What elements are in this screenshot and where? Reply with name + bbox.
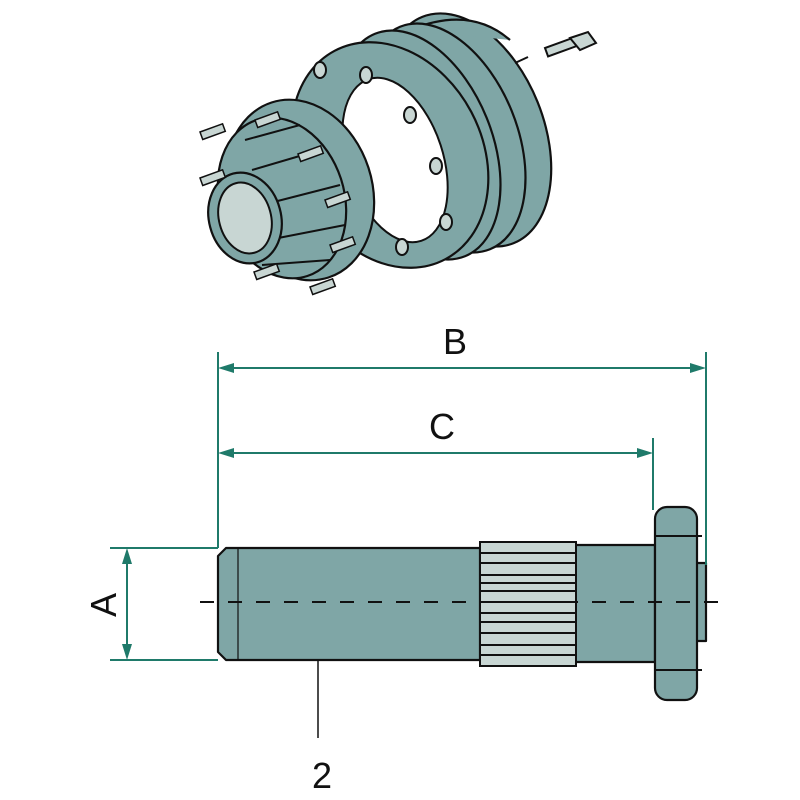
bolt-neck [573, 543, 657, 664]
part-number-label: 2 [312, 755, 332, 796]
bolt-shank [216, 546, 482, 662]
bolt-holes [313, 61, 453, 256]
knurled-section [479, 541, 577, 667]
dimension-lines [110, 352, 707, 738]
bolt-head [653, 505, 699, 702]
wheel-hub [199, 98, 376, 296]
hub-drum-assembly [199, 12, 598, 296]
bolt-icon [514, 30, 598, 64]
dimension-a-label: A [83, 593, 124, 617]
dimension-b-label: B [443, 321, 467, 362]
wheel-bolt-side-view [200, 505, 722, 702]
wheel-studs [199, 110, 357, 296]
dimension-c-label: C [429, 406, 455, 447]
